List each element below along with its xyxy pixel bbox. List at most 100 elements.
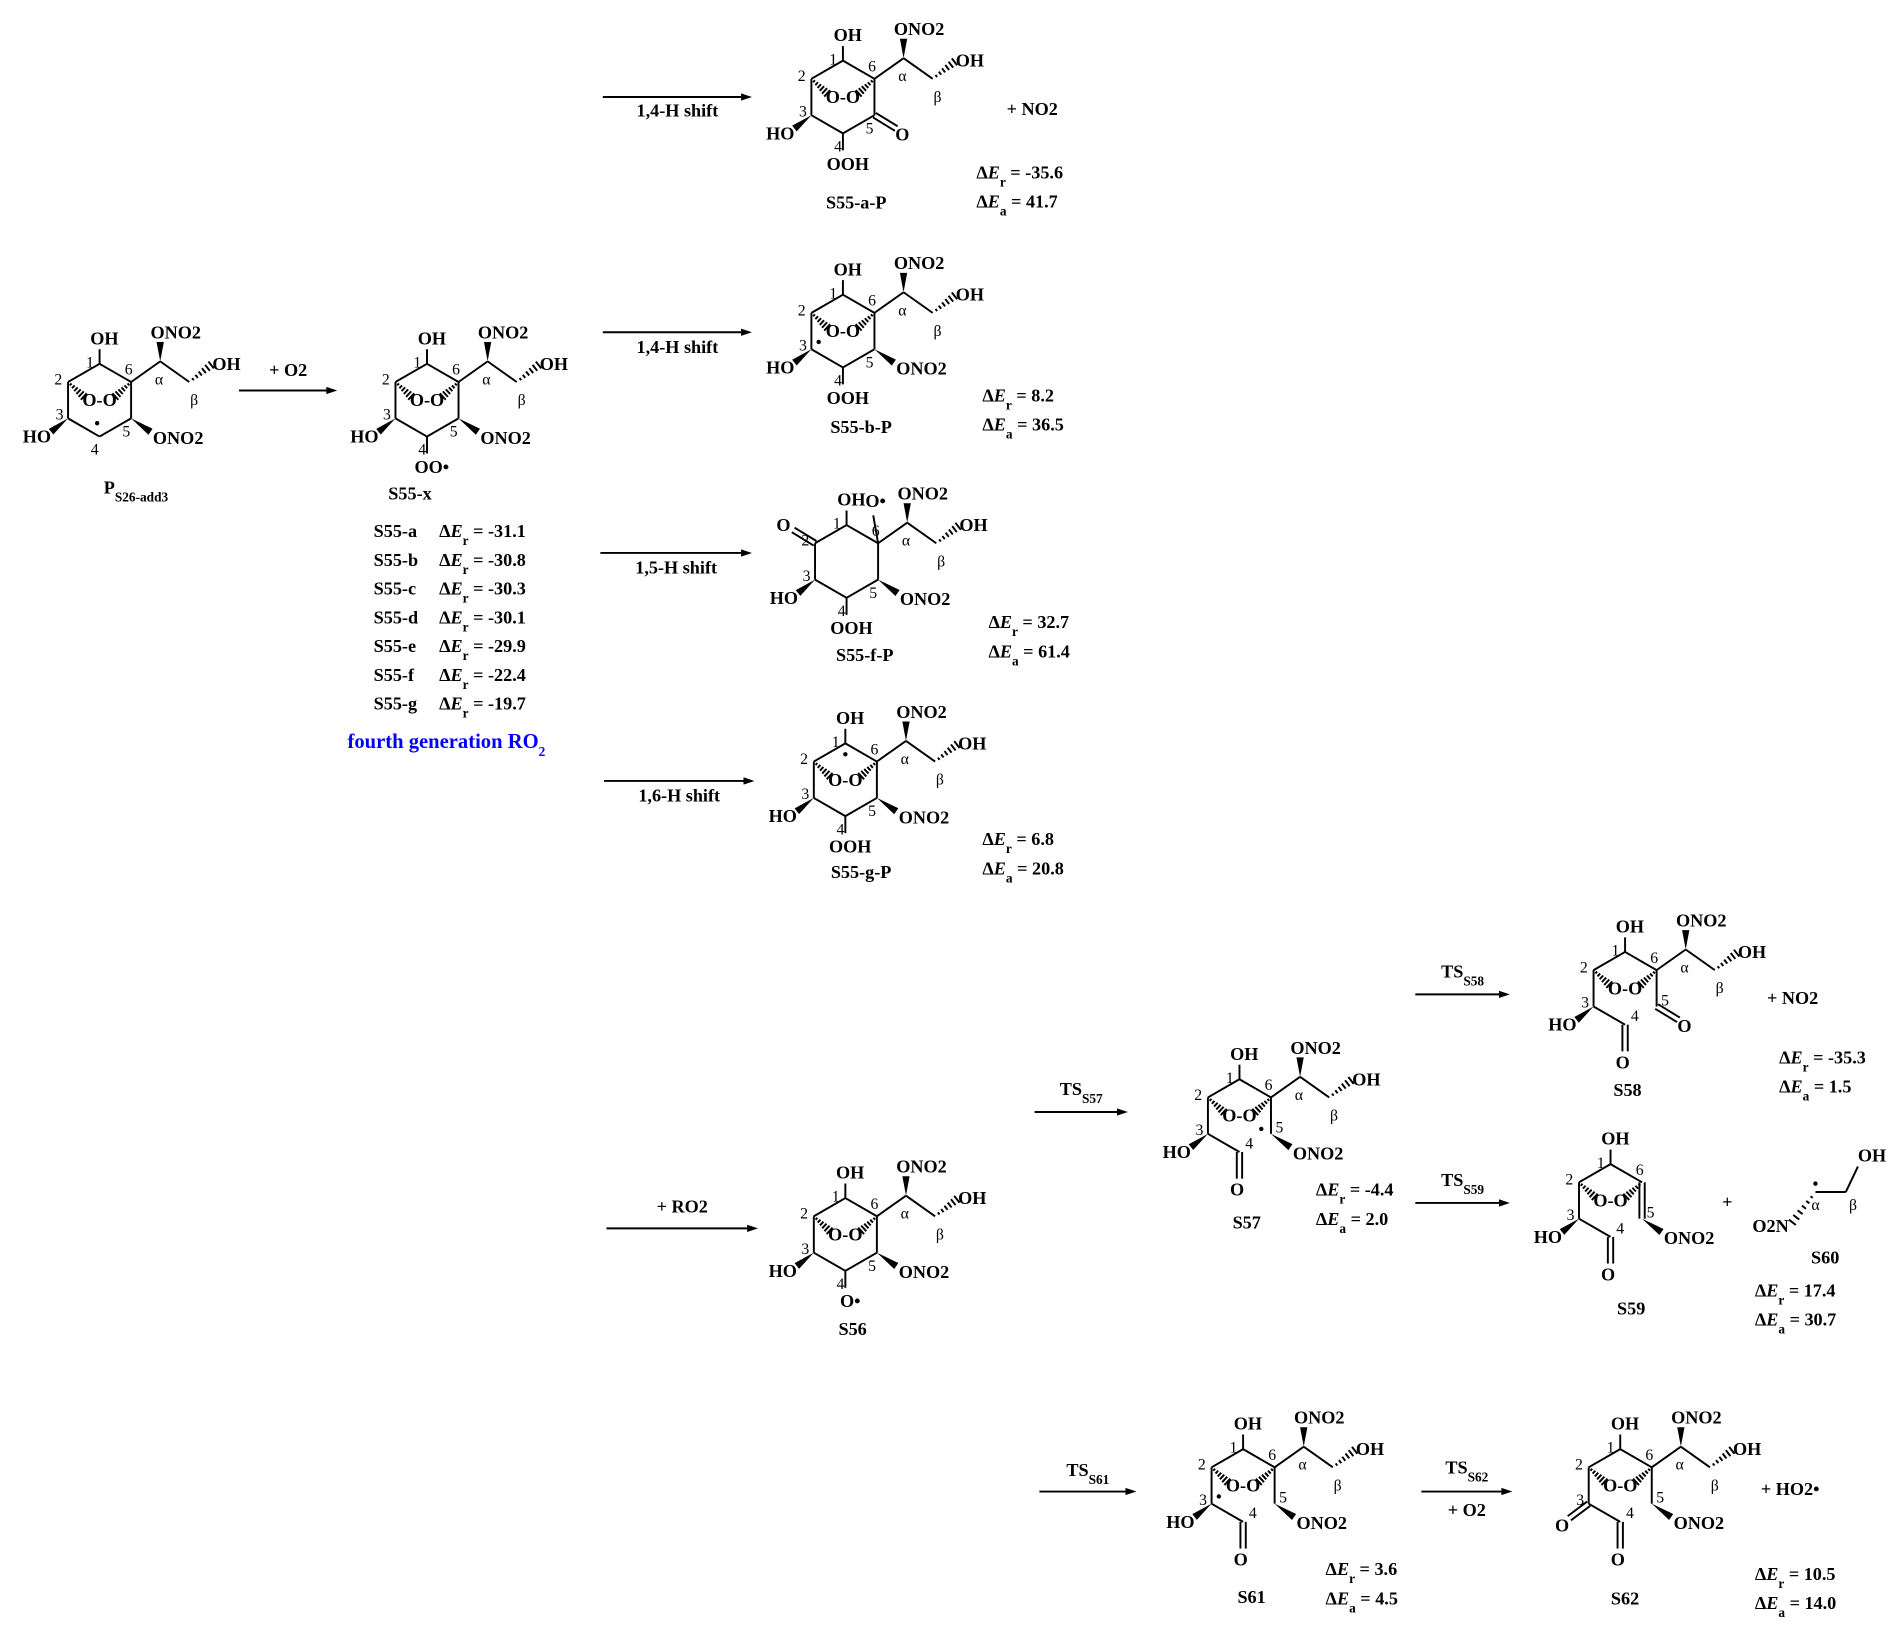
hash-mark	[821, 87, 828, 95]
hash-mark	[869, 764, 874, 769]
hash-mark	[1582, 1185, 1587, 1190]
peroxide-bridge-label: O-O	[1593, 1191, 1627, 1211]
arrow-label: 1,6-H shift	[638, 786, 720, 806]
hash-mark	[869, 1219, 874, 1224]
bond	[844, 797, 878, 817]
hash-mark	[1589, 1468, 1593, 1472]
hash-mark	[1723, 959, 1729, 965]
bond	[794, 526, 817, 542]
atom-label-alpha: α	[898, 302, 906, 319]
hash-mark	[946, 747, 953, 754]
atom-label-alpha: α	[482, 371, 490, 388]
arrow-label-secondary: + O2	[1448, 1500, 1486, 1520]
hash-mark	[1217, 1472, 1222, 1478]
hash-mark	[944, 64, 950, 71]
hash-mark	[448, 386, 454, 392]
hash-mark	[950, 1198, 957, 1206]
wedge-bond	[1651, 1503, 1674, 1521]
beta-substituent: OH	[1356, 1439, 1384, 1459]
beta-substituent: OH	[956, 285, 984, 305]
hash-mark	[947, 295, 954, 303]
atom-label-alpha: α	[1295, 1087, 1303, 1104]
bond	[1238, 1078, 1272, 1099]
wedge-bond	[794, 1252, 814, 1269]
hash-mark	[445, 388, 451, 395]
alpha-substituent: ONO2	[478, 322, 528, 342]
hash-mark	[821, 768, 828, 775]
bond	[426, 417, 460, 438]
arrow-label: 1,4-H shift	[637, 100, 719, 120]
arrowhead-icon	[1501, 1487, 1513, 1496]
atom-label-1: 1	[829, 51, 837, 68]
arrowhead-icon	[1116, 1108, 1128, 1116]
wedge-bond	[795, 579, 816, 596]
atom-label-2: 2	[1198, 1457, 1206, 1474]
bond	[875, 112, 899, 128]
peroxide-bridge-label: O-O	[1603, 1476, 1637, 1496]
atom-label-6: 6	[868, 59, 876, 76]
hash-mark	[120, 386, 126, 392]
bond	[1593, 951, 1626, 971]
molecule-label: S55-f-P	[836, 645, 894, 665]
bond	[457, 360, 489, 383]
hash-mark	[1721, 1452, 1728, 1460]
hash-mark	[126, 382, 131, 387]
hash-mark	[944, 298, 950, 305]
hash-mark	[439, 392, 447, 401]
bond	[1207, 1078, 1240, 1099]
atom-label-beta: β	[1849, 1197, 1857, 1214]
beta-substituent: OH	[1352, 1069, 1380, 1089]
hash-mark	[863, 1223, 870, 1229]
atom-label-6: 6	[1650, 950, 1658, 967]
atom-label-5: 5	[1276, 1120, 1284, 1137]
atom-label-beta: β	[1334, 1477, 1342, 1494]
hash-mark	[1594, 970, 1598, 975]
molecule-label: S60	[1811, 1248, 1839, 1268]
hash-mark	[1640, 978, 1647, 986]
atom-label-4: 4	[91, 442, 99, 459]
c5-carbonyl-oxygen: O	[895, 125, 909, 145]
c1-substituent: OH	[1234, 1414, 1262, 1434]
bond	[1303, 1445, 1334, 1469]
bond	[814, 578, 848, 599]
atom-label-2: 2	[1565, 1172, 1573, 1189]
bond	[846, 578, 879, 599]
wedge-bond	[876, 797, 899, 815]
atom-label-3: 3	[1196, 1122, 1204, 1139]
bond	[1570, 1505, 1591, 1522]
hash-mark	[1622, 1193, 1630, 1201]
hash-mark	[1591, 1470, 1596, 1475]
hash-mark	[814, 1217, 819, 1221]
peroxide-bridge-label: O-O	[828, 770, 862, 790]
arrow-label: TSS57	[1060, 1079, 1103, 1105]
atom-label-5: 5	[866, 354, 874, 371]
atom-label-5: 5	[1647, 1204, 1655, 1221]
hash-mark	[1631, 1187, 1637, 1193]
atom-label-4: 4	[1616, 1220, 1624, 1237]
hash-mark	[934, 308, 938, 312]
reaction-energy: ΔEr = 10.5	[1755, 1564, 1836, 1591]
bond	[487, 360, 518, 383]
arrow-label: 1,5-H shift	[635, 558, 717, 578]
hash-mark	[1716, 965, 1721, 969]
hash-mark	[825, 772, 834, 780]
c3-substituent: HO	[23, 427, 51, 447]
s55-isomer-name: S55-e	[374, 636, 416, 656]
atom-label-1: 1	[833, 516, 841, 533]
hash-mark	[1728, 1446, 1736, 1455]
atom-label-3: 3	[801, 786, 809, 803]
reaction-energy: ΔEr = -35.6	[976, 162, 1063, 189]
hash-mark	[71, 384, 76, 389]
hash-mark	[1337, 1086, 1343, 1092]
bond	[426, 362, 460, 383]
radical-dot	[1259, 1126, 1264, 1132]
atom-label-5: 5	[450, 424, 458, 441]
bond	[873, 291, 905, 314]
arrowhead-icon	[741, 93, 752, 101]
hash-mark	[1334, 1462, 1339, 1467]
hash-mark	[823, 770, 831, 778]
hash-mark	[953, 1195, 961, 1204]
bond	[814, 524, 848, 545]
